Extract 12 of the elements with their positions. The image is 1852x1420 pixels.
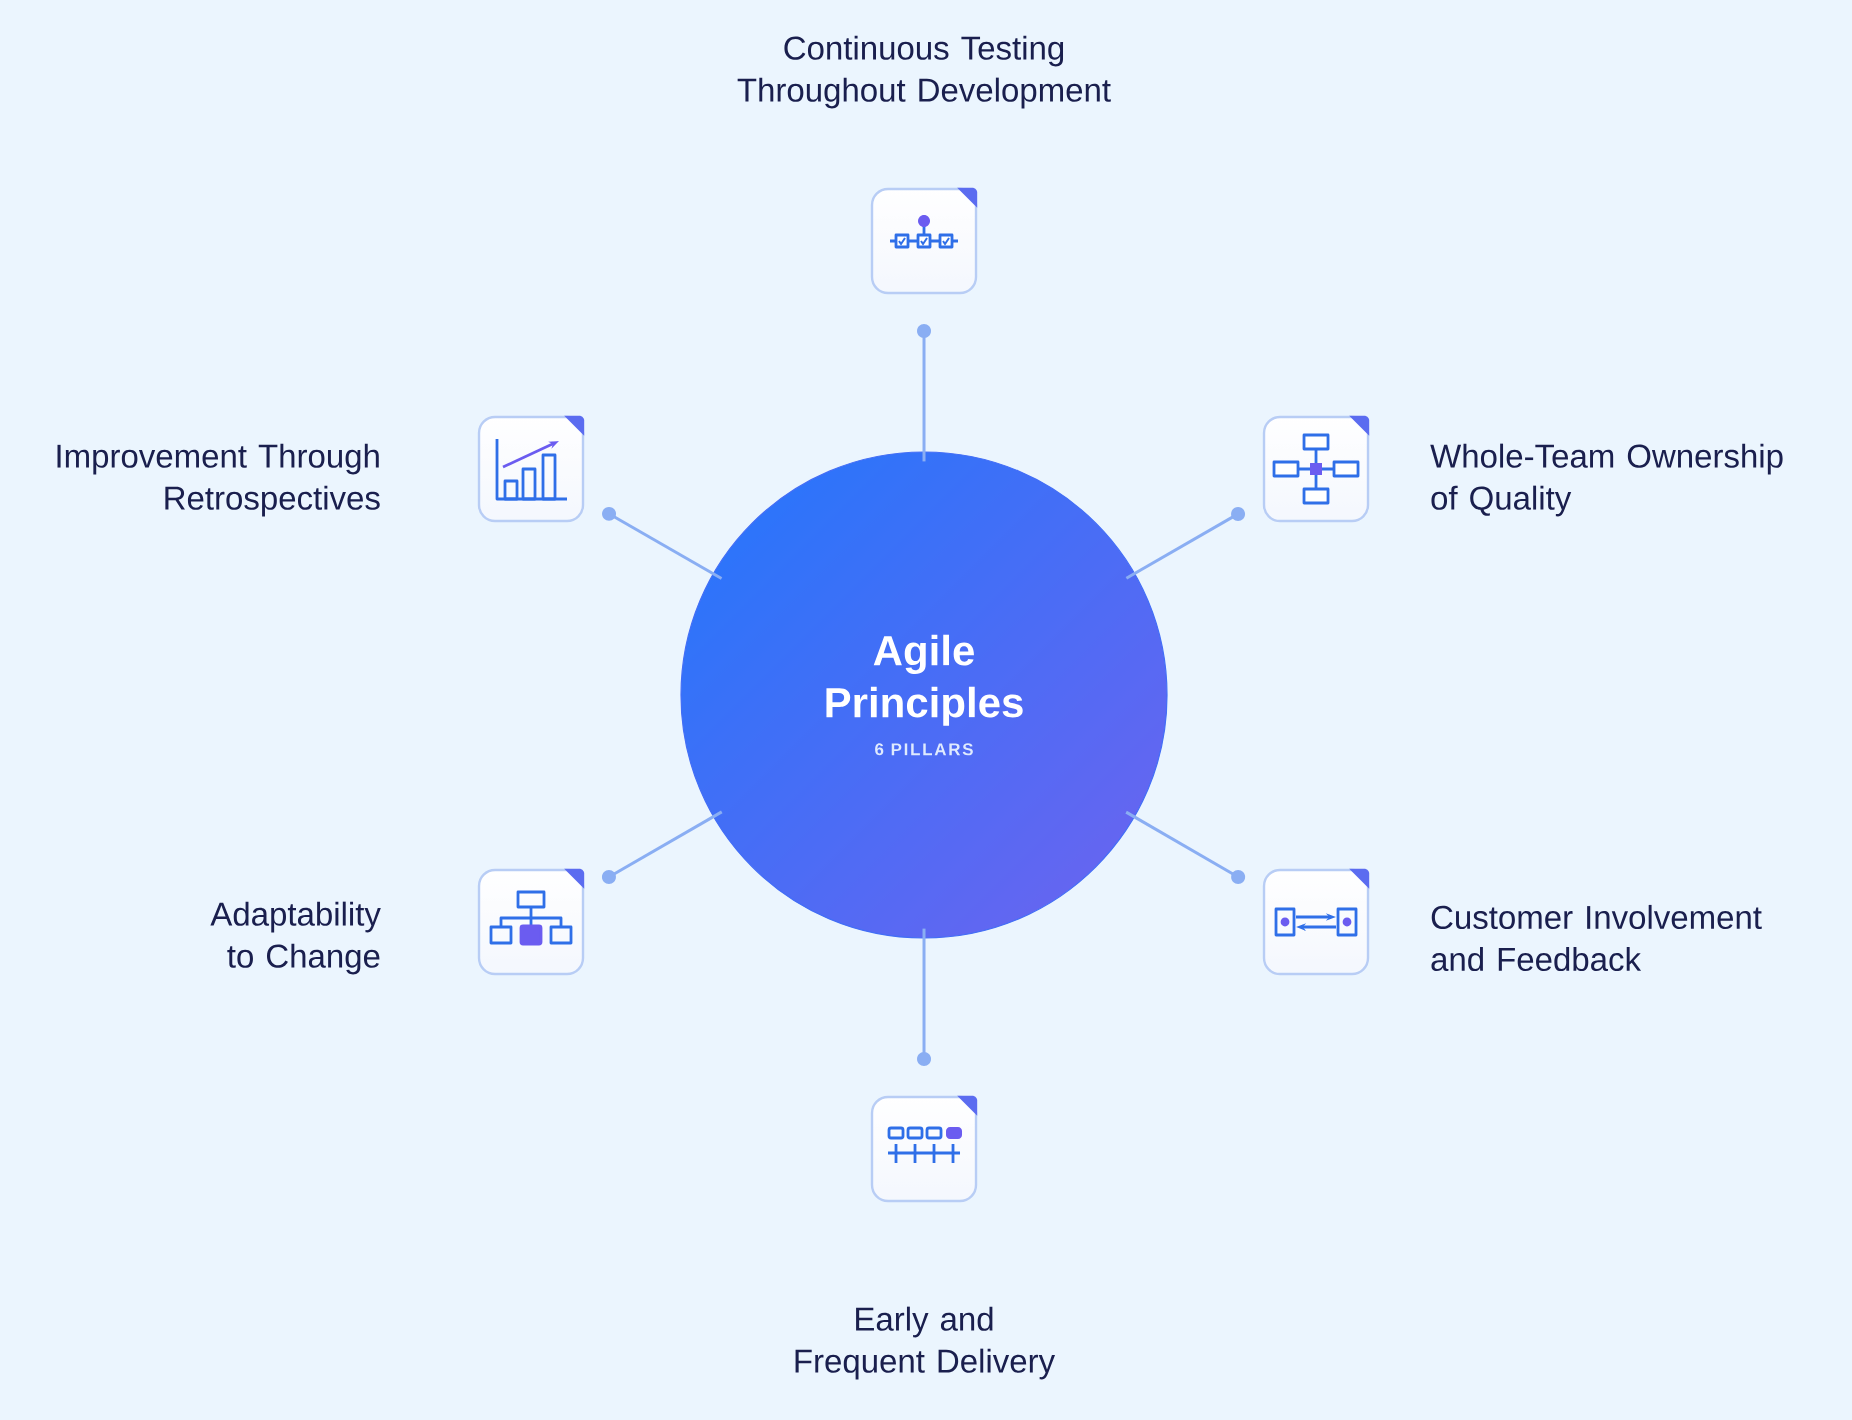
pillar-label: Adaptability to Change	[210, 901, 381, 975]
connector	[602, 506, 723, 580]
connector	[917, 324, 931, 462]
connector	[1125, 506, 1246, 580]
pillar-label: Customer Involvement and Feedback	[1431, 904, 1762, 972]
pillar-label: Whole-Team Ownership of Quality	[1430, 443, 1783, 517]
pillar-label: Continuous Testing Throughout Development	[737, 35, 1111, 109]
connector	[1125, 810, 1246, 884]
pillar-label: Improvement Through Retrospectives	[57, 443, 380, 517]
pillar-label: Early and Frequent Delivery	[795, 1306, 1056, 1380]
connector	[601, 810, 723, 884]
connector	[917, 928, 931, 1066]
